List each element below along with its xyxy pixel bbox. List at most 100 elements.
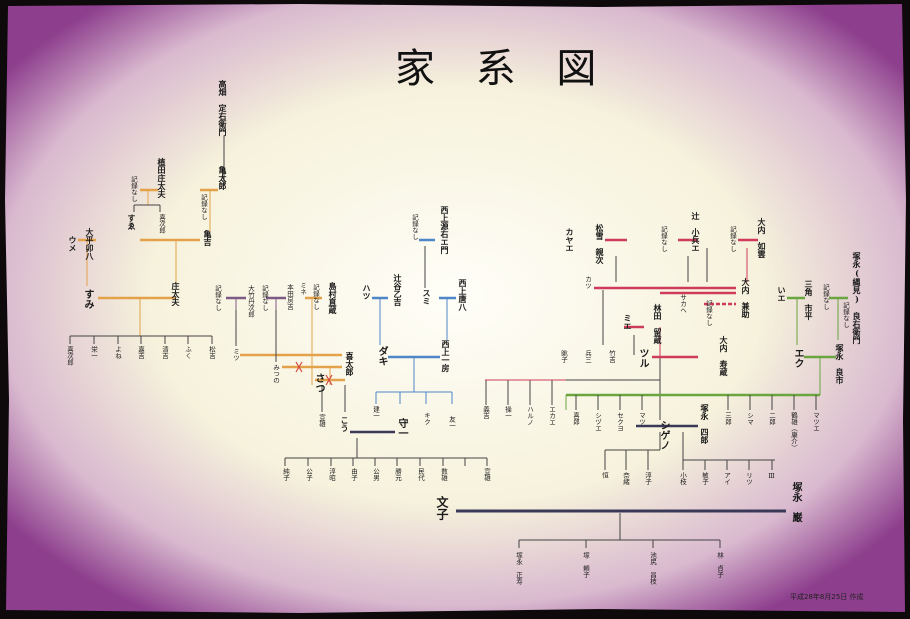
person-kaya: カヤエ bbox=[565, 228, 575, 252]
person-nishi-tome: 西上唐八 bbox=[458, 279, 468, 311]
person-sue: すゑ bbox=[127, 214, 137, 230]
child-r3: ハルノ bbox=[525, 406, 534, 426]
blue-branch-lines bbox=[372, 238, 456, 404]
person-satsu: さつ bbox=[313, 373, 324, 393]
grandchild-gc3: 淳昭 bbox=[327, 468, 336, 481]
person-sumi-b: スミ bbox=[422, 289, 432, 305]
crimson-branch-lines bbox=[485, 238, 758, 381]
green-children-lines bbox=[575, 395, 817, 410]
person-kiroku-12: 記録なし bbox=[821, 284, 830, 310]
person-mine: ミネ bbox=[298, 282, 307, 295]
person-ohira: 大平卯八 bbox=[85, 228, 95, 260]
person-kijiro: 喜太郎 bbox=[345, 352, 355, 376]
person-kiroku-1: 記録なし bbox=[129, 176, 138, 202]
orange-branch-lines bbox=[78, 188, 345, 385]
grandchild-f3: 池尻 昌枝 bbox=[648, 552, 657, 585]
person-kiroku-7: 記録なし bbox=[410, 214, 419, 240]
child-r4: エカエ bbox=[547, 406, 556, 426]
person-doki: ダキ bbox=[376, 346, 387, 366]
grandchild-gc6: 勝元 bbox=[393, 468, 402, 481]
child-s2: 奈緒 bbox=[621, 472, 630, 485]
child-kc1: 眺子 bbox=[559, 350, 568, 363]
child-g9: マツエ bbox=[811, 412, 820, 432]
person-kiroku-11: 記録なし bbox=[704, 300, 713, 326]
child-g3: セクヨ bbox=[615, 412, 624, 432]
person-nishi-ichi: 西上一房 bbox=[441, 340, 451, 372]
grandchild-gc7: 民代 bbox=[416, 468, 425, 481]
person-ouchi-ju: 大内 寿蔵 bbox=[719, 336, 729, 376]
person-kiroku-13: 記録なし bbox=[841, 302, 850, 328]
grandchild-gc4: 由子 bbox=[349, 468, 358, 481]
child-s1: 恒 bbox=[600, 472, 609, 479]
child-kc3: 竹吉 bbox=[607, 350, 616, 363]
child-s7: リツ bbox=[744, 472, 753, 485]
person-takahata: 高畑 定右衛門 bbox=[218, 80, 228, 136]
person-ouchi-kaname: 大内 如雲 bbox=[757, 218, 767, 258]
person-mitsuno: みつの bbox=[271, 364, 280, 384]
child-cb1: 建一 bbox=[371, 406, 380, 419]
person-nishi-shinsuke: 西上源右エ門 bbox=[440, 206, 450, 254]
child-cb4: 友一 bbox=[447, 416, 456, 429]
person-teruo: 宣雄 bbox=[317, 414, 326, 427]
person-ueda-sho: 植田庄太夫 bbox=[157, 158, 167, 198]
child-c6: ふく bbox=[183, 346, 192, 359]
child-c2: 栄一 bbox=[89, 346, 98, 359]
child-c1: 喜次郎 bbox=[65, 346, 74, 366]
child-c7: 松吉 bbox=[207, 346, 216, 359]
person-hayashi: 林田 留蔵 bbox=[653, 304, 663, 344]
child-r1: 義吉 bbox=[481, 406, 490, 419]
person-ume: ウメ bbox=[68, 236, 78, 252]
person-kiroku-5: 記録なし bbox=[311, 284, 320, 310]
person-kametaro: 亀太郎 bbox=[218, 166, 228, 190]
grandchild-gc5: 公男 bbox=[371, 468, 380, 481]
person-tsuka-naga: 塚永(縄見) 良右衛門 bbox=[852, 252, 862, 344]
grandchild-gc9: 宣雄 bbox=[482, 468, 491, 481]
person-mitsu-ichi: 三角 市平 bbox=[804, 280, 814, 320]
child-s3: 淳子 bbox=[643, 472, 652, 485]
child-c4: 嘉吉 bbox=[136, 346, 145, 359]
person-sakahe: サカヘ bbox=[678, 294, 687, 314]
child-kc2: 兵三 bbox=[583, 350, 592, 363]
person-kiroku-9: 記録なし bbox=[659, 226, 668, 252]
child-s5: 敏子 bbox=[700, 472, 709, 485]
child-g5: 三郎 bbox=[723, 412, 732, 425]
green-branch-lines bbox=[565, 296, 848, 410]
person-kaji: カツ bbox=[583, 276, 592, 289]
child-g7: 二郎 bbox=[767, 412, 776, 425]
child-g6: シマ bbox=[745, 412, 754, 425]
child-g2: シヅエ bbox=[593, 412, 602, 432]
person-kiroku-3: 記録なし bbox=[213, 285, 222, 311]
child-r2: 操一 bbox=[503, 406, 512, 419]
paper-background bbox=[5, 4, 906, 613]
child-c3: よね bbox=[113, 346, 122, 359]
person-mitsu: ミツ bbox=[231, 348, 240, 361]
person-shigeno: シゲノ bbox=[658, 420, 669, 450]
person-kou: こう bbox=[340, 416, 350, 432]
child-s4: 小枝 bbox=[678, 472, 687, 485]
person-motoda: 本田房吉 bbox=[285, 284, 294, 310]
navy-branch-lines bbox=[350, 424, 786, 513]
child-cb2: 守一 bbox=[396, 418, 407, 438]
child-c5: 清吉 bbox=[160, 346, 169, 359]
person-ouchi-ken: 大内 兼助 bbox=[741, 278, 751, 318]
child-s6: アイ bbox=[722, 472, 731, 485]
person-tsuka-gen: 塚永 巌 bbox=[790, 482, 801, 522]
person-otake: 大竹丹次郎 bbox=[246, 285, 255, 318]
grandchild-gc1: 純子 bbox=[281, 468, 290, 481]
person-fumiko: 文子 bbox=[435, 496, 449, 520]
grandchild-gc8: 数雄 bbox=[439, 468, 448, 481]
grandchild-f4: 林 貞子 bbox=[715, 552, 724, 578]
person-tsuka-ryo: 塚永 良市 bbox=[835, 344, 845, 384]
person-kiroku-4: 記録なし bbox=[260, 285, 269, 311]
page-title: 家 系 図 bbox=[395, 46, 611, 92]
person-kiroku-2: 記録なし bbox=[199, 194, 208, 220]
person-hatsu: ハツ bbox=[362, 284, 372, 300]
grandchild-gc2: 公子 bbox=[304, 468, 313, 481]
person-tsuji-oto: 辻谷乙吉 bbox=[393, 274, 403, 306]
person-tokujiro: 喜次郎 bbox=[157, 214, 166, 234]
child-cb3: キク bbox=[422, 412, 431, 425]
person-matsumoto: 松雪 親次 bbox=[595, 224, 605, 264]
child-g1: 喜郎 bbox=[571, 412, 580, 425]
child-s8: Ⅲ bbox=[767, 472, 776, 480]
